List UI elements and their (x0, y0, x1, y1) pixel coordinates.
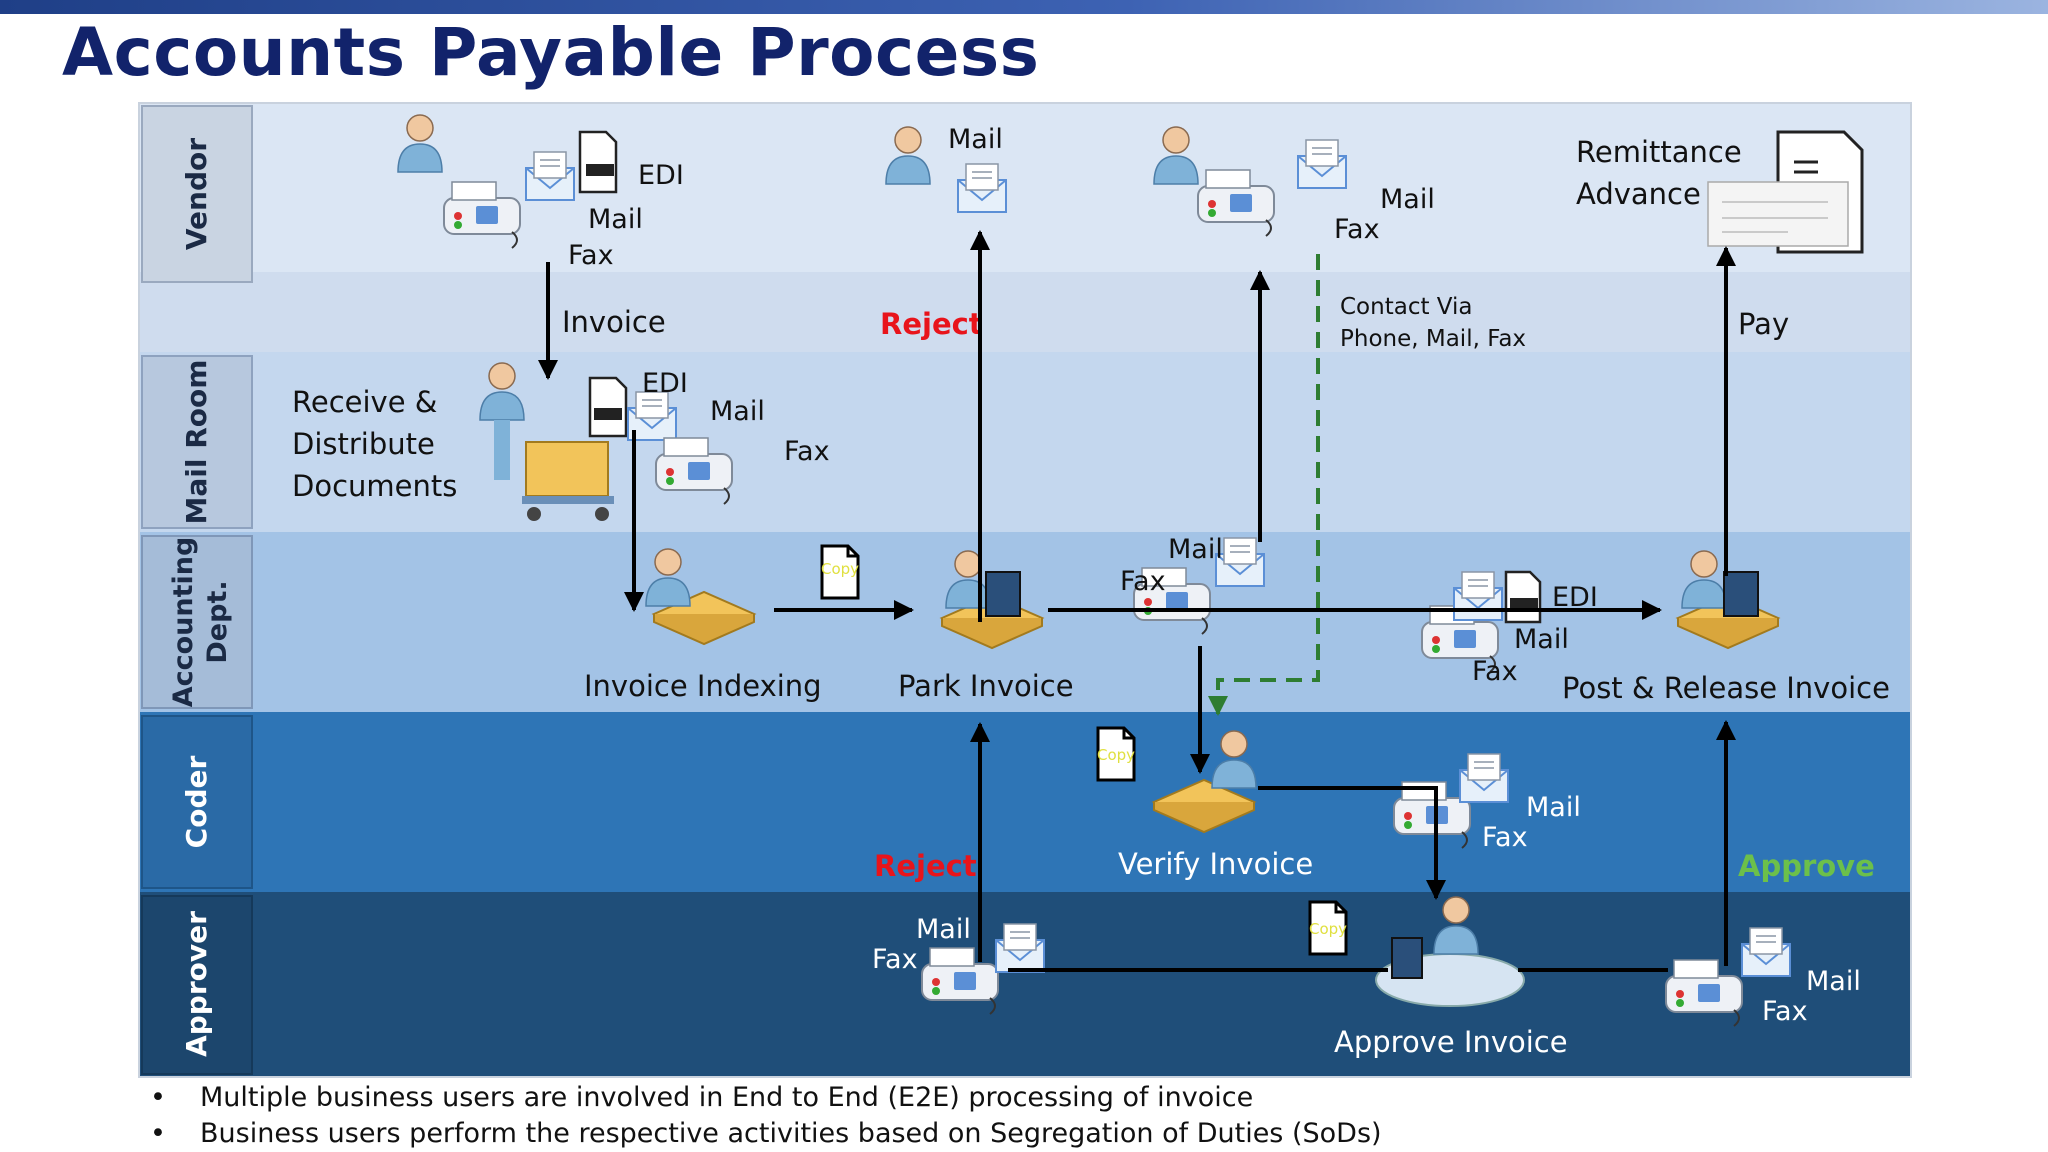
remittance-line1: Remittance (1576, 135, 1742, 169)
coder-fax-label: Fax (1482, 822, 1528, 853)
post-release-icon (1677, 550, 1779, 649)
lane-label-vendor: Vendor (180, 138, 213, 250)
lane-label-coder: Coder (180, 756, 213, 849)
top-accent-bar (0, 0, 2048, 14)
mailroom-text-line2: Distribute (292, 427, 435, 461)
reject-top-label: Reject (880, 307, 983, 341)
reject-bottom-label: Reject (874, 849, 977, 883)
approver-copy-label: Copy (1309, 920, 1347, 938)
invoice-indexing-label: Invoice Indexing (584, 669, 822, 703)
approve-invoice-icon (1375, 896, 1525, 1007)
contact-via-line2: Phone, Mail, Fax (1340, 326, 1526, 352)
mailroom-fax-label: Fax (784, 436, 830, 467)
accounting-fax2-label: Fax (1472, 656, 1518, 687)
lane-header-mailroom: Mail Room (141, 355, 253, 529)
lane-vendor-strip (138, 272, 1912, 352)
arrow-verify-to-approve (1258, 786, 1446, 900)
vendor-contact-fax-label: Fax (1334, 214, 1380, 245)
accounting-edi2-label: EDI (1552, 582, 1598, 613)
page-title: Accounts Payable Process (62, 14, 1040, 91)
lane-mailroom-bg (138, 352, 1912, 532)
contact-via-line1: Contact Via (1340, 294, 1473, 320)
accounting-edi2-icon (1504, 570, 1542, 624)
vendor-contact-mail-label: Mail (1380, 184, 1435, 215)
invoice-flow-label: Invoice (562, 305, 666, 339)
coder-copy-label: Copy (1097, 746, 1135, 764)
approver-fax2-label: Fax (1762, 996, 1808, 1027)
lane-header-coder: Coder (141, 715, 253, 889)
mailroom-text-line1: Receive & (292, 385, 437, 419)
accounting-mail2-label: Mail (1514, 624, 1569, 655)
post-release-label: Post & Release Invoice (1562, 671, 1890, 705)
approver-mail2-label: Mail (1806, 966, 1861, 997)
park-invoice-label: Park Invoice (898, 669, 1074, 703)
dashed-contact-path (1208, 254, 1320, 716)
lane-approver-bg (138, 892, 1912, 1078)
coder-mail-label: Mail (1526, 792, 1581, 823)
mailroom-cart-person-icon (479, 362, 614, 521)
lane-label-mailroom: Mail Room (180, 360, 213, 525)
vendor-edi-icon (578, 130, 618, 194)
pay-flow-label: Pay (1738, 307, 1789, 341)
mailroom-edi-label: EDI (642, 368, 688, 399)
verify-invoice-label: Verify Invoice (1118, 847, 1313, 881)
vendor-edi-label: EDI (638, 160, 684, 191)
lane-coder-bg (138, 712, 1912, 892)
approve-invoice-label: Approve Invoice (1334, 1025, 1568, 1059)
bullet-list: •Multiple business users are involved in… (150, 1080, 1382, 1152)
vendor-reject-mail-label: Mail (948, 124, 1003, 155)
vendor-mail-label: Mail (588, 204, 643, 235)
accounting-fax-label: Fax (1120, 566, 1166, 597)
bullet-item: •Multiple business users are involved in… (150, 1082, 1254, 1113)
lane-header-vendor: Vendor (141, 105, 253, 283)
diagram-border (138, 102, 1912, 1078)
remittance-document-icon (1707, 130, 1864, 254)
lane-label-approver: Approver (180, 911, 213, 1057)
approve-flow-label: Approve (1738, 849, 1875, 883)
bullet-item: •Business users perform the respective a… (150, 1118, 1382, 1149)
remittance-line2: Advance (1576, 177, 1701, 211)
approver-mail-label: Mail (916, 914, 971, 945)
lane-header-approver: Approver (141, 895, 253, 1075)
mailroom-edi-icon (588, 376, 628, 438)
accounting-mail-label: Mail (1168, 534, 1223, 565)
flow-arrows (538, 230, 1736, 972)
accounting-copy-label: Copy (821, 560, 859, 578)
park-invoice-icon (941, 550, 1043, 649)
mailroom-mail-label: Mail (710, 396, 765, 427)
approver-fax-label: Fax (872, 944, 918, 975)
vendor-fax-label: Fax (568, 240, 614, 271)
mailroom-text-line3: Documents (292, 469, 457, 503)
